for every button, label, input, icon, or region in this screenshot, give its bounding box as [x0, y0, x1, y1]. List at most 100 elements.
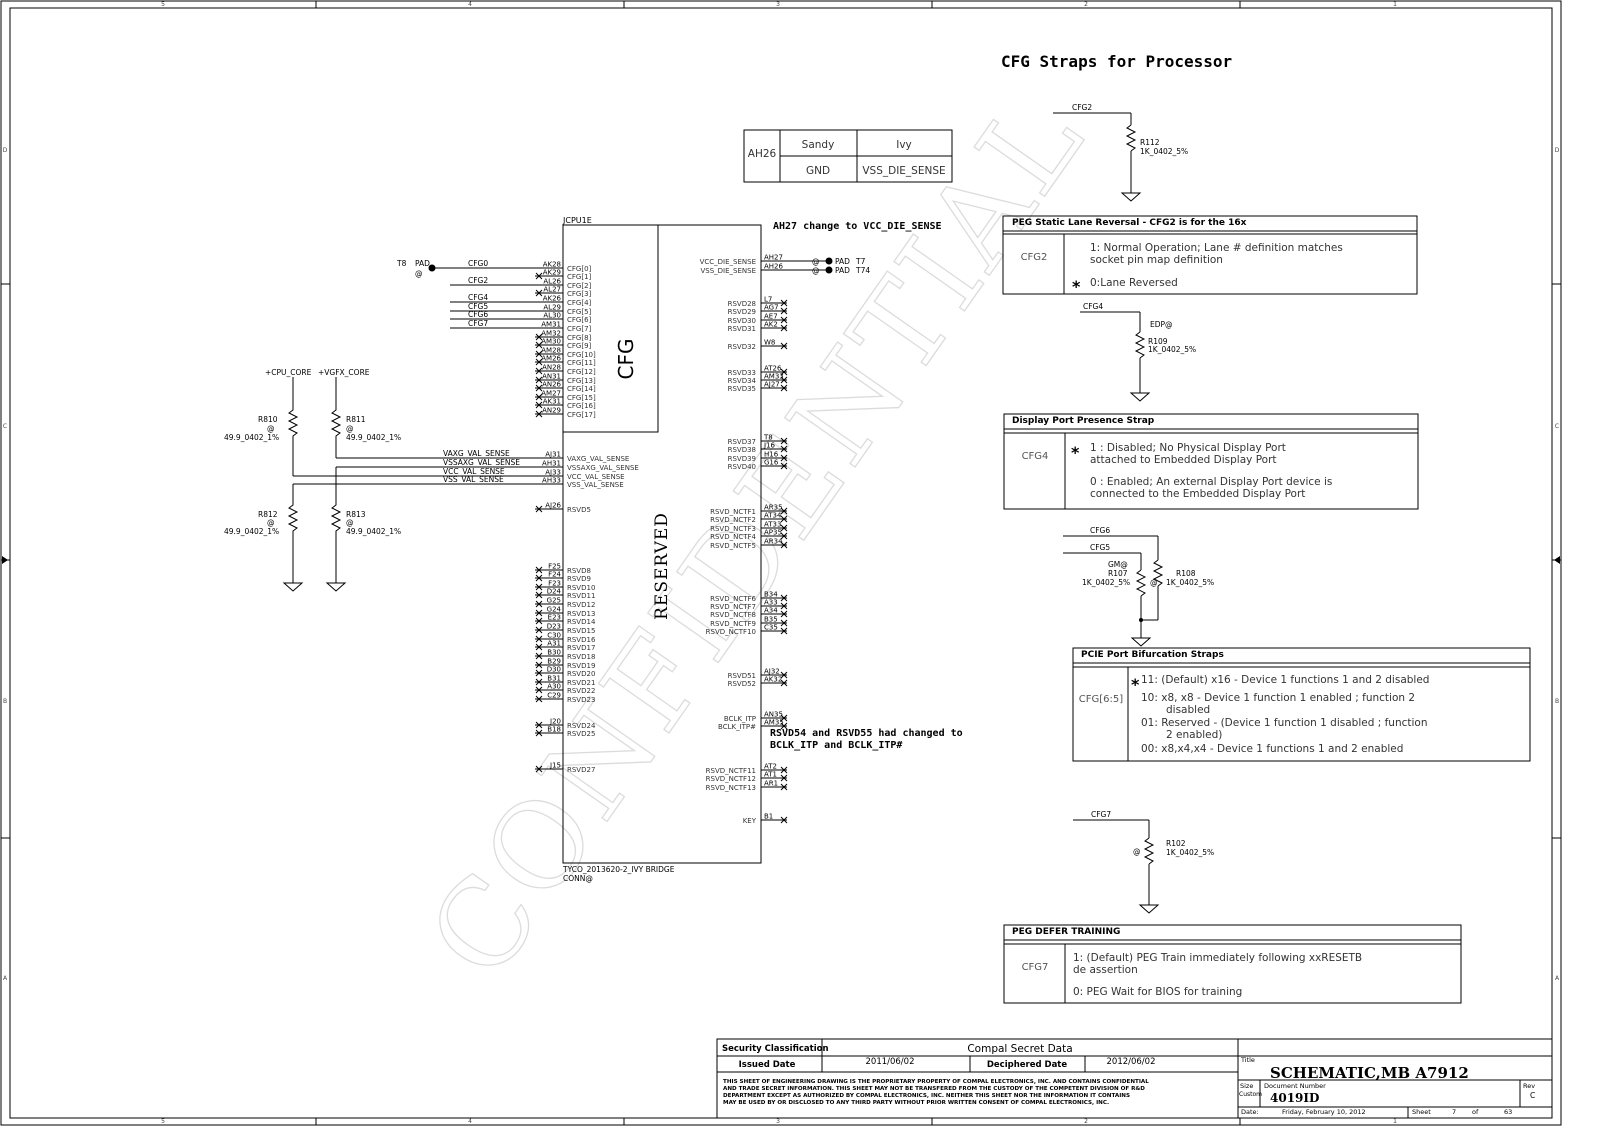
cpu-right-pins: AH27VCC_DIE_SENSEAH26VSS_DIE_SENSEL7RSVD… — [700, 254, 788, 825]
gnd-symbol — [283, 574, 303, 592]
value-ivy: VSS_DIE_SENSE — [862, 165, 945, 177]
pin-signal: RSVD_NCTF5 — [710, 542, 756, 550]
pin-number: D23 — [547, 623, 561, 631]
pin-signal: RSVD25 — [567, 730, 595, 738]
notice-line: MAY BE USED BY OR DISCLOSED TO ANY THIRD… — [723, 1100, 1109, 1106]
svg-text:3: 3 — [776, 1, 780, 8]
pin-number: D30 — [547, 666, 561, 674]
svg-text:de assertion: de assertion — [1073, 964, 1138, 976]
svg-text:10: x8, x8 - Device 1 function: 10: x8, x8 - Device 1 function 1 enabled… — [1141, 692, 1415, 704]
r112-net: CFG2 — [1072, 103, 1092, 112]
svg-text:5: 5 — [161, 1, 165, 8]
resistor-r810 — [287, 400, 299, 446]
cpu-symbol: JCPU1E CFG RESERVED TYCO_2013620-2_IVY B… — [535, 216, 788, 883]
pin-number: AK26 — [543, 295, 562, 303]
sandy-ivy-pin: AH26 — [748, 148, 777, 160]
issued-label: Issued Date — [739, 1060, 796, 1070]
pin-signal: CFG[1] — [567, 273, 592, 281]
pin-number: A34 — [764, 607, 778, 615]
die-sense-pads: @ @ PAD T7 PAD T74 — [761, 257, 870, 275]
box-display-port-strap: Display Port Presence Strap CFG4 * 1 : D… — [1003, 413, 1419, 510]
svg-text:C: C — [1555, 423, 1559, 430]
pin-signal: RSVD22 — [567, 687, 595, 695]
pin-number: AM30 — [541, 338, 561, 346]
svg-text:1: (Default) PEG Train immedia: 1: (Default) PEG Train immediately follo… — [1073, 952, 1362, 964]
pin-number: W8 — [764, 339, 775, 347]
pin-number: AJ27 — [764, 381, 780, 389]
pin-signal: CFG[9] — [567, 342, 592, 350]
svg-text:D: D — [1555, 147, 1560, 154]
pin-number: AL29 — [543, 304, 561, 312]
svg-text:00: x8,x4,x4 - Device 1 functi: 00: x8,x4,x4 - Device 1 functions 1 and … — [1141, 743, 1403, 755]
pin-signal: RSVD24 — [567, 722, 596, 730]
pin-signal: RSVD_NCTF2 — [710, 516, 756, 524]
zone-markers: 5 4 3 2 1 5 4 3 2 1 D C B A D C B A — [3, 1, 1560, 1125]
sandy-ivy-table: AH26 Sandy Ivy GND VSS_DIE_SENSE — [743, 129, 953, 183]
title-label: Title — [1240, 1056, 1255, 1064]
pin-number: C35 — [764, 624, 778, 632]
pin-signal: RSVD23 — [567, 696, 595, 704]
svg-text:connected to the Embedded Disp: connected to the Embedded Display Port — [1090, 488, 1305, 500]
r810-value: 49.9_0402_1% — [224, 433, 279, 442]
r107-net: CFG5 — [1090, 543, 1110, 552]
svg-text:4: 4 — [468, 1118, 472, 1125]
pin-signal: RSVD5 — [567, 506, 591, 514]
pin-signal: RSVD_NCTF1 — [710, 508, 756, 516]
svg-text:*: * — [1071, 443, 1080, 462]
pin-signal: BCLK_ITP — [724, 715, 756, 723]
r813-value: 49.9_0402_1% — [346, 527, 401, 536]
cfg-block-label: CFG — [614, 339, 638, 380]
pin-number: F24 — [548, 571, 561, 579]
strap-r109: CFG4 EDP@ R109 1K_0402_5% — [1080, 302, 1196, 402]
pin-number: AN35 — [764, 711, 783, 719]
pin-signal: RSVD28 — [728, 300, 756, 308]
pin-signal: RSVD11 — [567, 592, 595, 600]
box-pcie-bifurcation: PCIE Port Bifurcation Straps CFG[6:5] * … — [1072, 647, 1531, 762]
svg-text:@: @ — [346, 424, 354, 433]
pin-signal: CFG[0] — [567, 265, 592, 273]
svg-text:1 : Disabled; No Physical Disp: 1 : Disabled; No Physical Display Port — [1090, 442, 1286, 454]
pin-number: AK29 — [543, 269, 561, 277]
pin-signal: RSVD_NCTF12 — [706, 775, 756, 783]
net-vssaxg-val-sense: VSSAXG_VAL_SENSE — [443, 458, 520, 467]
pin-number: AL30 — [543, 312, 561, 320]
box-title: PCIE Port Bifurcation Straps — [1081, 650, 1224, 660]
pin-number: AR35 — [764, 504, 783, 512]
pin-number: AJ31 — [545, 451, 561, 459]
net-cfg0: CFG0 — [468, 259, 488, 268]
pin-signal: RSVD_NCTF10 — [706, 628, 756, 636]
page-title: CFG Straps for Processor — [1001, 52, 1232, 71]
pin-number: AK28 — [543, 261, 561, 269]
pin-number: B30 — [547, 649, 561, 657]
cpu-refdes: JCPU1E — [562, 216, 592, 225]
pin-signal: RSVD38 — [728, 446, 756, 454]
pin-number: H16 — [764, 451, 779, 459]
pin-signal: CFG[8] — [567, 334, 592, 342]
svg-text:1: Normal Operation; Lane # d: 1: Normal Operation; Lane # definition m… — [1090, 242, 1343, 254]
pin-number: AT1 — [764, 771, 777, 779]
